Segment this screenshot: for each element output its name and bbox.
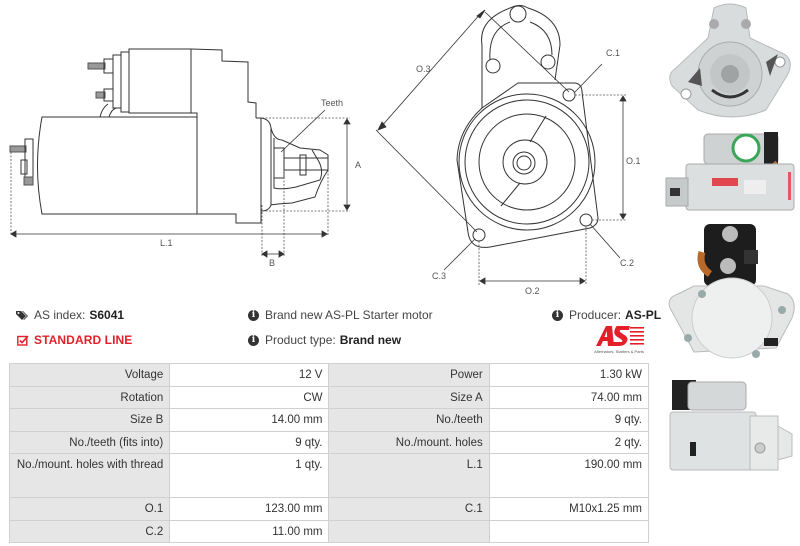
spec-value: 123.00 mm [169,497,330,521]
dimension-l1-label: L.1 [160,238,173,248]
description-text: Brand new AS-PL Starter motor [265,308,433,322]
product-photo-side-label[interactable] [660,128,798,220]
table-row: Size B 14.00 mm No./teeth 9 qty. [8,408,650,432]
dimension-o3-label: O.3 [416,64,431,74]
check-square-icon [16,334,29,347]
spec-key [328,519,490,543]
spec-value: 74.00 mm [488,385,650,409]
hole-c2-label: C.2 [620,258,634,268]
front-view-diagram: O.3 C.1 O.1 C.2 C.3 O.2 [370,0,660,300]
spec-key: O.1 [8,497,171,521]
spec-value: 14.00 mm [169,408,330,432]
producer-value: AS-PL [625,308,662,322]
teeth-label: Teeth [321,98,343,108]
side-view-diagram: Teeth A B L.1 [0,0,370,280]
hole-c1-label: C.1 [606,48,620,58]
spec-key: Size A [328,385,490,409]
spec-key: C.2 [8,519,171,543]
info-circle-icon: i [551,309,564,322]
spec-value: 9 qty. [169,430,330,454]
spec-value: 2 qty. [488,430,650,454]
hole-c3-label: C.3 [432,271,446,281]
standard-line-label: STANDARD LINE [34,333,133,347]
spec-key: No./mount. holes with thread [8,453,171,498]
as-index-value: S6041 [89,308,125,322]
specifications-table: Voltage 12 V Power 1.30 kW Rotation CW S… [8,363,650,543]
dimension-a-label: A [355,160,361,170]
product-type-value: Brand new [339,333,402,347]
spec-value: M10x1.25 mm [488,497,650,521]
product-type-label: Product type: [265,333,336,347]
table-row: O.1 123.00 mm C.1 M10x1.25 mm [8,497,650,521]
table-row: Voltage 12 V Power 1.30 kW [8,363,650,387]
product-photo-side[interactable] [664,378,798,490]
spec-key: No./mount. holes [328,430,490,454]
as-pl-logo: Alternators, Starters & Parts [584,324,654,356]
spec-value: 1.30 kW [488,363,650,387]
product-description: i Brand new AS-PL Starter motor [247,308,433,322]
dimension-o1-label: O.1 [626,156,641,166]
spec-value: CW [169,385,330,409]
spec-key: Size B [8,408,171,432]
spec-key: No./teeth (fits into) [8,430,171,454]
spec-key: Power [328,363,490,387]
dimension-o2-label: O.2 [525,286,540,296]
spec-key: Voltage [8,363,171,387]
spec-value [488,519,650,543]
brand-tagline: Alternators, Starters & Parts [594,349,644,354]
spec-key: L.1 [328,453,490,498]
spec-key: No./teeth [328,408,490,432]
product-type: i Product type: Brand new [247,333,401,347]
producer-label: Producer: [569,308,622,322]
spec-value: 1 qty. [169,453,330,498]
table-row: Rotation CW Size A 74.00 mm [8,385,650,409]
info-circle-icon: i [247,309,260,322]
spec-key: C.1 [328,497,490,521]
tags-icon [16,309,29,322]
spec-value: 12 V [169,363,330,387]
info-circle-icon: i [247,334,260,347]
product-photo-front[interactable] [662,2,798,124]
table-row: No./mount. holes with thread 1 qty. L.1 … [8,453,650,498]
standard-line-badge: STANDARD LINE [16,333,132,347]
spec-value: 9 qty. [488,408,650,432]
spec-value: 190.00 mm [488,453,650,498]
spec-key: Rotation [8,385,171,409]
product-photo-rear[interactable] [664,222,798,372]
as-index: AS index: S6041 [16,308,124,322]
dimension-b-label: B [269,258,275,268]
producer: i Producer: AS-PL [551,308,661,322]
as-index-label: AS index: [34,308,86,322]
table-row: C.2 11.00 mm [8,519,650,543]
spec-value: 11.00 mm [169,519,330,543]
table-row: No./teeth (fits into) 9 qty. No./mount. … [8,430,650,454]
